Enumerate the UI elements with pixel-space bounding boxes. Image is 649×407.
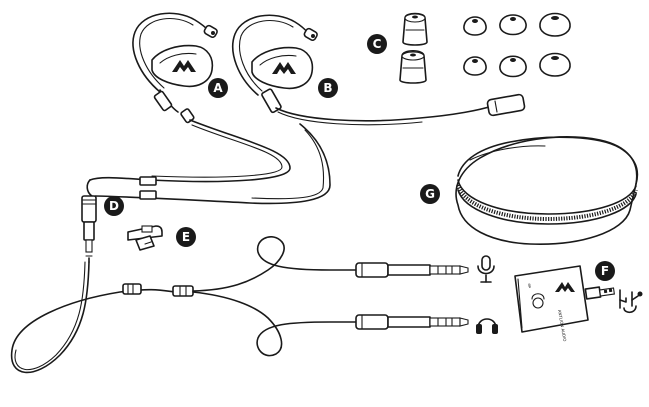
microphone-icon bbox=[477, 255, 495, 283]
foam-tips bbox=[399, 12, 428, 84]
silicone-tips bbox=[463, 12, 571, 78]
extension-cable bbox=[10, 236, 359, 374]
label-f: F bbox=[595, 261, 615, 281]
label-b: B bbox=[318, 78, 338, 98]
usb-icon bbox=[619, 289, 643, 314]
headphone-plug bbox=[355, 314, 469, 330]
shirt-clip bbox=[127, 225, 163, 251]
label-c: C bbox=[367, 34, 387, 54]
earphone-b bbox=[231, 14, 526, 126]
label-a: A bbox=[208, 78, 228, 98]
svg-text:A: A bbox=[213, 81, 223, 95]
svg-text:G: G bbox=[425, 187, 435, 201]
earphone-a bbox=[132, 12, 218, 124]
cable-clip bbox=[139, 176, 157, 186]
svg-text:C: C bbox=[373, 37, 382, 51]
y-cable bbox=[81, 119, 331, 263]
svg-text:🎙: 🎙 bbox=[527, 283, 532, 288]
carry-case bbox=[455, 136, 639, 245]
mic-plug bbox=[355, 262, 469, 278]
label-d: D bbox=[104, 196, 124, 216]
adapter-brand: ANTLION AUDIO bbox=[557, 309, 567, 341]
svg-text:F: F bbox=[601, 264, 609, 278]
adapter-jack bbox=[532, 297, 544, 309]
svg-text:D: D bbox=[109, 199, 119, 213]
logo-icon bbox=[172, 60, 196, 72]
label-g: G bbox=[420, 184, 440, 204]
headphones-icon bbox=[476, 318, 498, 334]
usb-adapter: 🎙 ANTLION AUDIO bbox=[514, 265, 615, 342]
logo-icon bbox=[272, 62, 296, 74]
svg-text:E: E bbox=[182, 230, 190, 244]
svg-text:B: B bbox=[323, 81, 332, 95]
label-e: E bbox=[176, 227, 196, 247]
